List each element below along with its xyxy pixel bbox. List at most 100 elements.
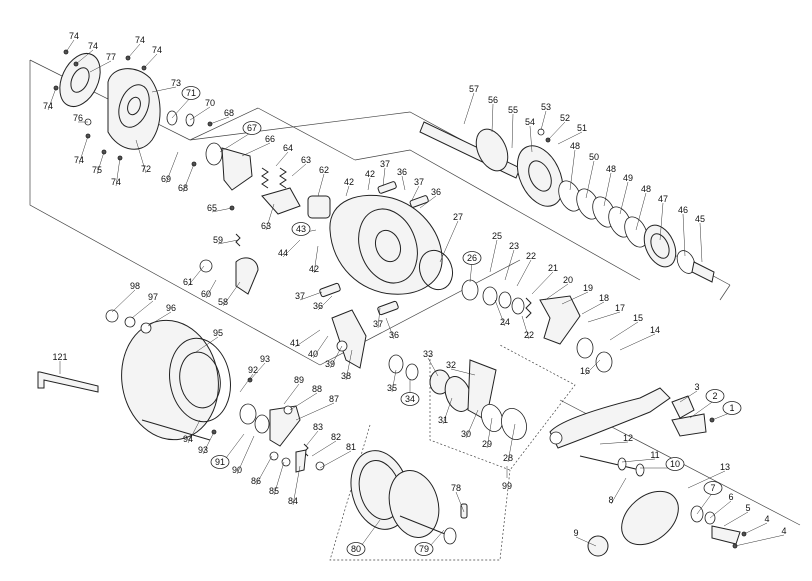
leader-line-48c	[635, 192, 647, 231]
leader-line-77	[89, 60, 112, 73]
part-number-74d: 74	[152, 45, 162, 55]
leader-line-58	[222, 281, 241, 307]
leader-line-98	[111, 289, 136, 313]
leader-line-74b	[75, 49, 94, 65]
callout-59: 59	[213, 235, 239, 245]
leader-line-53	[540, 110, 547, 131]
leader-line-15	[609, 321, 639, 341]
callout-95: 95	[195, 328, 223, 353]
callout-74d: 74	[143, 45, 162, 69]
callout-82: 82	[311, 432, 341, 457]
part-number-95: 95	[213, 328, 223, 338]
callout-40: 40	[308, 335, 329, 359]
callout-90: 90	[232, 435, 255, 475]
leader-line-32	[450, 368, 476, 376]
leader-line-3	[679, 390, 698, 403]
callout-10: 10	[640, 457, 685, 471]
callout-83: 83	[305, 422, 323, 447]
leader-line-37a	[382, 167, 386, 187]
part-number-4b: 4	[781, 526, 786, 536]
callout-15: 15	[609, 313, 643, 341]
leader-line-29	[486, 417, 493, 449]
callout-6: 6	[709, 492, 734, 519]
callout-53: 53	[540, 102, 551, 131]
callout-97: 97	[131, 292, 158, 319]
part-number-43: 43	[296, 224, 306, 234]
leader-line-59	[217, 239, 239, 245]
callout-25: 25	[489, 231, 502, 273]
spool	[350, 450, 468, 545]
leader-line-96	[147, 311, 172, 327]
callout-91: 91	[210, 433, 245, 469]
leader-line-54	[529, 125, 533, 153]
callout-11: 11	[621, 450, 660, 463]
callout-48b: 48	[603, 164, 616, 207]
leader-line-69	[165, 151, 179, 184]
callout-85: 85	[269, 461, 285, 496]
callout-68a: 68	[209, 108, 234, 125]
callout-2: 2	[689, 389, 725, 419]
callout-19: 19	[561, 283, 593, 305]
callout-35: 35	[387, 369, 397, 393]
callout-63b: 63	[261, 203, 275, 231]
part-number-72: 72	[141, 164, 151, 174]
leader-line-22b	[521, 315, 530, 340]
part-number-42a: 42	[344, 177, 354, 187]
callout-4a: 4	[743, 514, 770, 535]
part-number-97: 97	[148, 292, 158, 302]
callout-75: 75	[92, 151, 105, 175]
part-number-69: 69	[161, 174, 171, 184]
callout-13: 13	[687, 462, 730, 489]
leader-line-87	[295, 402, 335, 421]
leader-line-73	[151, 86, 177, 93]
callout-circle-26	[462, 251, 482, 265]
leader-line-70	[189, 106, 211, 121]
part-number-54: 54	[525, 117, 535, 127]
part-number-35: 35	[387, 383, 397, 393]
callout-39: 39	[325, 345, 343, 369]
callout-74b: 74	[75, 41, 98, 65]
leader-line-90	[236, 435, 255, 475]
callout-1: 1	[711, 401, 742, 421]
leader-line-41	[294, 329, 321, 348]
callout-circle-7	[703, 481, 723, 495]
part-number-18: 18	[599, 293, 609, 303]
leader-line-92	[239, 373, 254, 393]
leader-line-88	[289, 392, 318, 411]
callout-34: 34	[400, 380, 420, 406]
leader-line-11	[621, 458, 656, 463]
part-number-42b: 42	[365, 169, 375, 179]
callout-69: 69	[161, 151, 179, 184]
leader-line-31	[442, 397, 453, 425]
part-number-66: 66	[265, 134, 275, 144]
callout-65: 65	[207, 203, 233, 213]
leader-line-62	[317, 173, 325, 197]
callout-94: 94	[183, 419, 201, 444]
leader-line-57	[463, 92, 475, 125]
leader-line-2	[689, 399, 716, 419]
leader-line-89	[283, 383, 300, 405]
part-number-37b: 37	[414, 177, 424, 187]
part-number-96: 96	[166, 303, 176, 313]
callout-68b: 68	[178, 163, 195, 193]
callout-76: 76	[73, 113, 88, 123]
leader-line-28	[507, 423, 516, 463]
callout-93b: 93	[198, 431, 215, 455]
part-number-36b: 36	[431, 187, 441, 197]
leader-line-22a	[516, 259, 532, 287]
callout-12: 12	[599, 433, 633, 445]
part-number-60: 60	[201, 289, 211, 299]
part-number-93b: 93	[198, 445, 208, 455]
leader-line-93b	[202, 431, 215, 455]
part-number-87: 87	[329, 394, 339, 404]
callout-56: 56	[488, 95, 498, 133]
part-number-94: 94	[183, 434, 193, 444]
callout-98: 98	[111, 281, 140, 313]
part-number-65: 65	[207, 203, 217, 213]
part-number-44: 44	[278, 248, 288, 258]
callout-96: 96	[147, 303, 176, 327]
callout-36c: 36	[313, 295, 333, 311]
callout-41: 41	[290, 329, 321, 348]
callout-72: 72	[135, 139, 151, 174]
